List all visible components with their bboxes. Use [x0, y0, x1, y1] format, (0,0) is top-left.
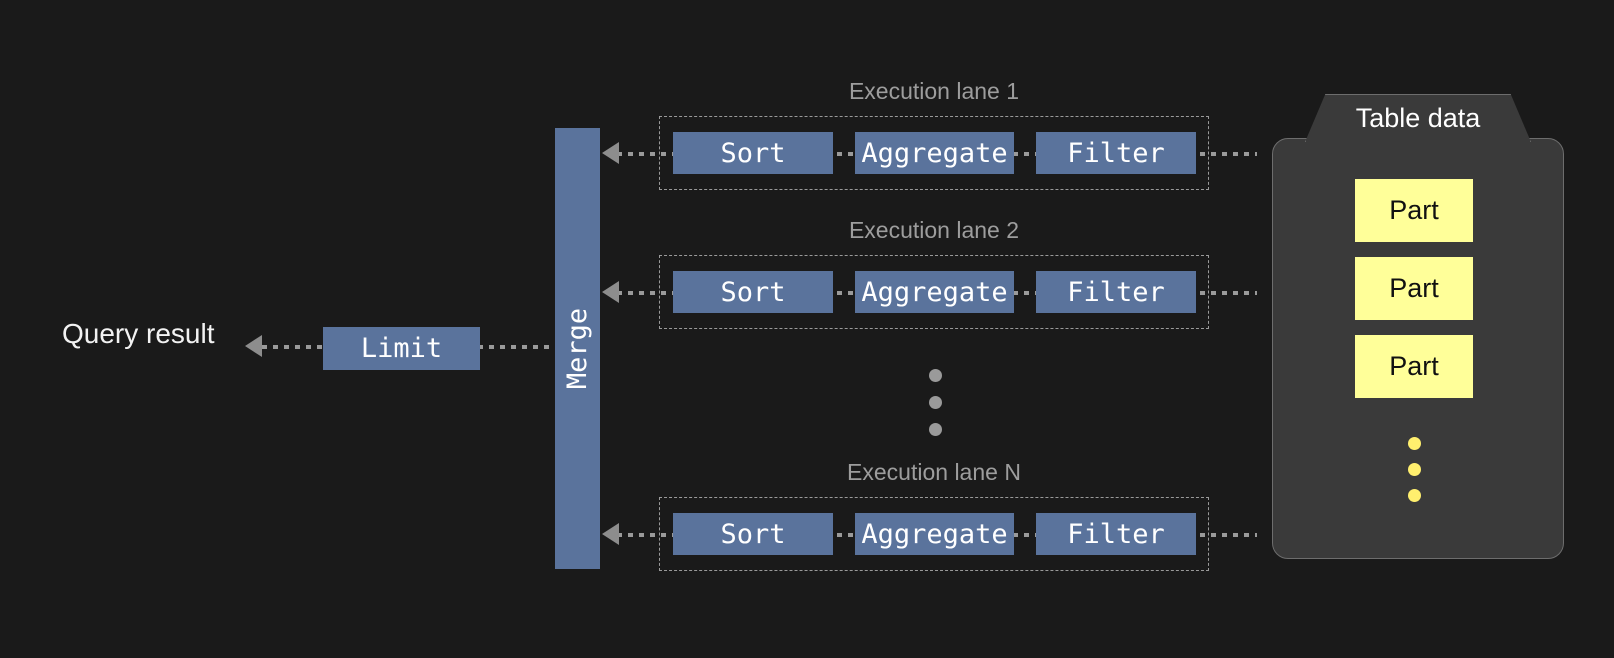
lane-ellipsis-dot-2	[929, 396, 942, 409]
merge-operator-bar[interactable]: Merge	[555, 128, 600, 569]
arrow-lane-n-to-merge	[602, 523, 619, 545]
merge-label: Merge	[562, 307, 593, 390]
part-ellipsis-dot-2	[1408, 463, 1421, 476]
table-data-title: Table data	[1355, 103, 1481, 133]
part-box-1[interactable]: Part	[1355, 179, 1473, 242]
lane-label-2: Execution lane 2	[848, 217, 1020, 243]
arrow-lane-1-to-merge	[602, 142, 619, 164]
limit-operator-box[interactable]: Limit	[323, 327, 480, 370]
lane-n-stage-aggregate[interactable]: Aggregate	[855, 513, 1014, 555]
query-result-label: Query result	[62, 318, 215, 349]
arrow-lane-2-to-merge	[602, 281, 619, 303]
lane-n-stage-filter[interactable]: Filter	[1036, 513, 1196, 555]
table-data-tab-fill	[1307, 96, 1529, 143]
lane-n-stage-sort[interactable]: Sort	[673, 513, 833, 555]
lane-1-stage-aggregate[interactable]: Aggregate	[855, 132, 1014, 174]
lane-1-stage-sort[interactable]: Sort	[673, 132, 833, 174]
arrow-to-query-result	[245, 335, 262, 357]
lane-2-stage-aggregate[interactable]: Aggregate	[855, 271, 1014, 313]
part-ellipsis-dot-1	[1408, 437, 1421, 450]
lane-ellipsis-dot-3	[929, 423, 942, 436]
lane-1-stage-filter[interactable]: Filter	[1036, 132, 1196, 174]
lane-2-stage-sort[interactable]: Sort	[673, 271, 833, 313]
part-box-2[interactable]: Part	[1355, 257, 1473, 320]
lane-2-stage-filter[interactable]: Filter	[1036, 271, 1196, 313]
part-ellipsis-dot-3	[1408, 489, 1421, 502]
lane-label-1: Execution lane 1	[848, 78, 1020, 104]
lane-label-n: Execution lane N	[847, 459, 1021, 485]
connector-limit-to-result	[262, 345, 324, 349]
lane-ellipsis-dot-1	[929, 369, 942, 382]
connector-merge-to-limit	[478, 345, 558, 349]
part-box-3[interactable]: Part	[1355, 335, 1473, 398]
